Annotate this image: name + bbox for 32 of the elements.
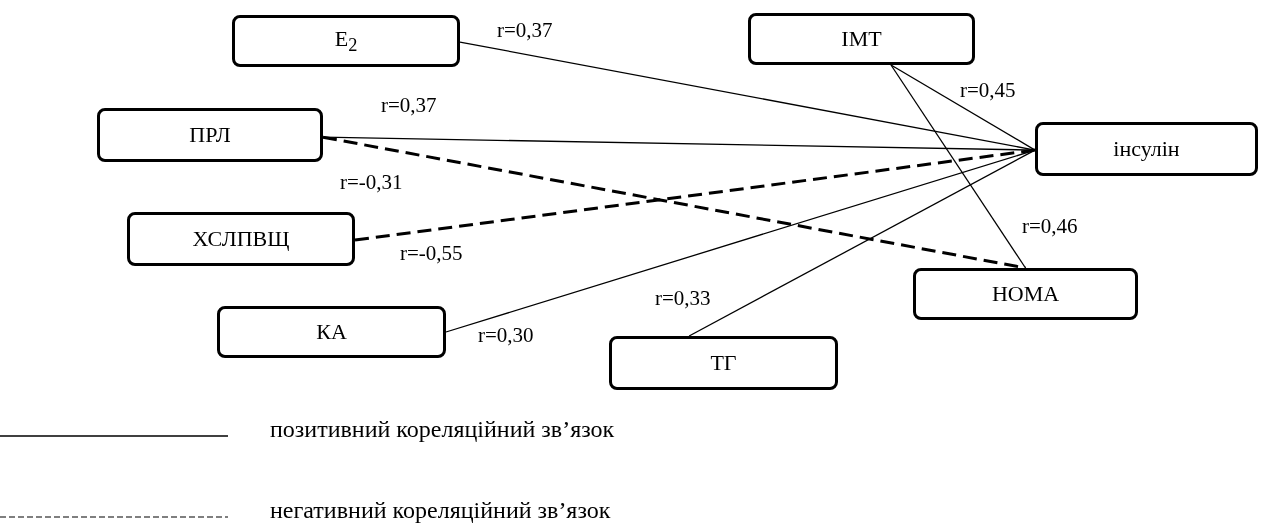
connector: [445, 149, 1036, 333]
node-box: [609, 336, 838, 390]
node-label: інсулін: [1113, 136, 1180, 162]
node-box: [217, 306, 446, 358]
legend-label: позитивний кореляційний зв’язок: [270, 417, 615, 441]
edge-label: r=0,30: [478, 325, 534, 346]
node-label: E$_{2}$: [334, 25, 358, 57]
node-label: ПРЛ: [189, 122, 231, 148]
dashed-connector: [354, 148, 1036, 242]
node-box: [127, 212, 355, 266]
node-label: ІМТ: [841, 26, 882, 52]
node-label: ХСЛПВЩ: [192, 226, 290, 252]
node-box: [1035, 122, 1258, 176]
node-box: [97, 108, 323, 162]
legend-label: негативний кореляційний зв’язок: [270, 498, 611, 522]
edge-label: r=0,46: [1022, 216, 1078, 237]
dashed-connector: [322, 135, 1026, 270]
edge-label: r=0,45: [960, 80, 1016, 101]
connector: [688, 149, 1036, 337]
connector: [890, 64, 1027, 269]
node-label: HOMA: [991, 281, 1060, 307]
node-box: [748, 13, 975, 65]
edge-label: r=-0,31: [340, 172, 403, 193]
edge-label: r=0,37: [381, 95, 437, 116]
edge-label: r=-0,55: [400, 243, 463, 264]
node-label: ТГ: [710, 350, 737, 376]
node-label: КА: [316, 319, 347, 345]
node-box: [232, 15, 460, 67]
node-box: [913, 268, 1138, 320]
edge-label: r=0,37: [497, 20, 553, 41]
connector: [890, 64, 1036, 151]
edge-label: r=0,33: [655, 288, 711, 309]
